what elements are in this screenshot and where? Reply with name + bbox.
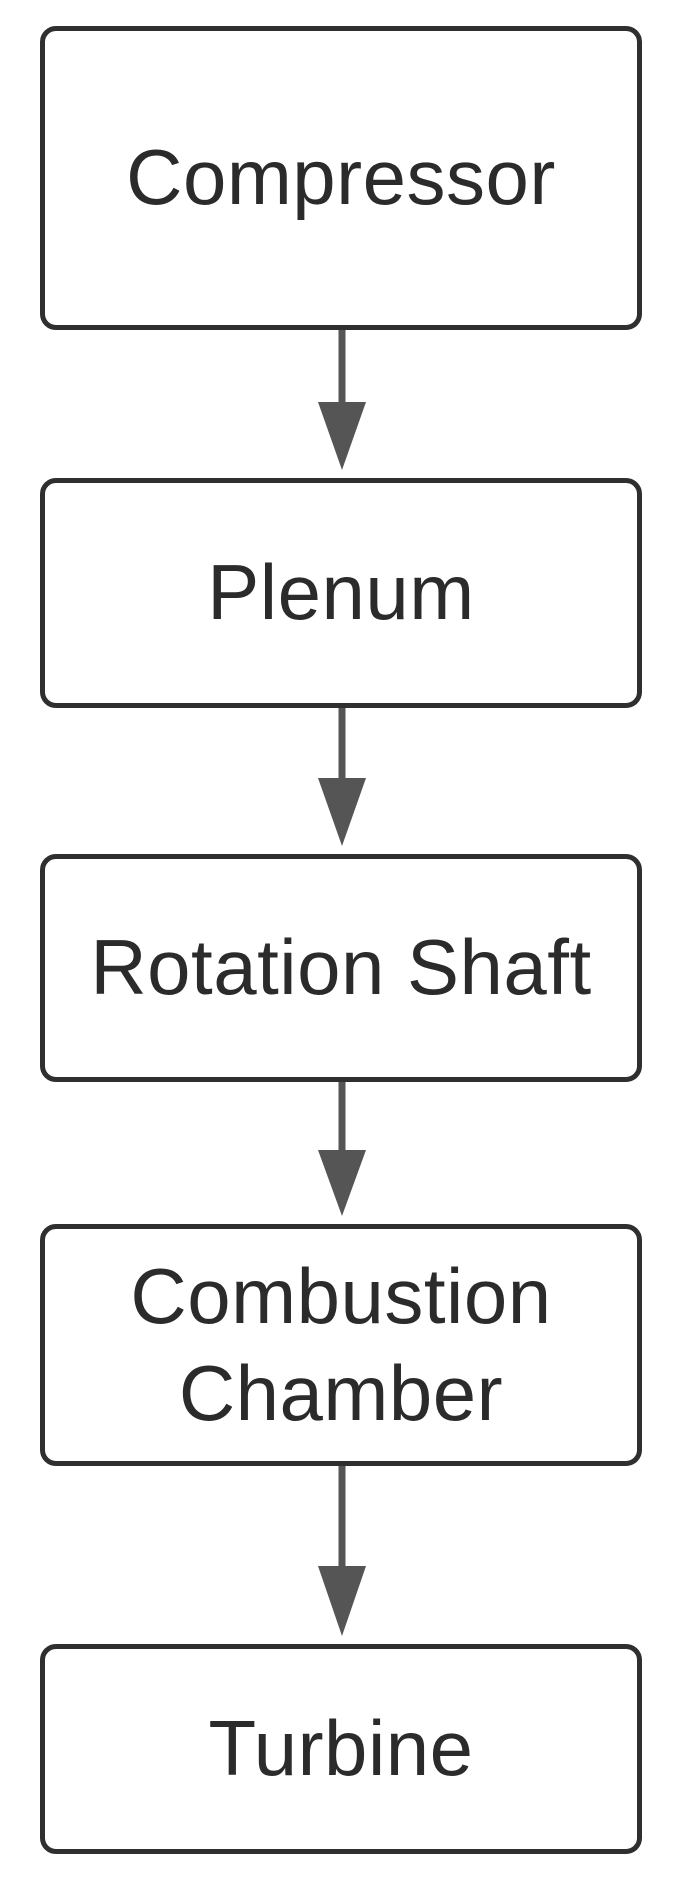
node-label: Compressor <box>126 133 556 222</box>
node-combustion-chamber: Combustion Chamber <box>40 1224 642 1466</box>
arrow-compressor-to-plenum <box>316 330 368 478</box>
arrow-down-icon <box>318 330 366 470</box>
arrow-down-icon <box>318 1466 366 1636</box>
arrow-combustion-chamber-to-turbine <box>316 1466 368 1644</box>
node-label: Combustion Chamber <box>130 1251 552 1438</box>
arrow-down-icon <box>318 1082 366 1216</box>
node-turbine: Turbine <box>40 1644 642 1854</box>
node-label: Plenum <box>207 548 475 637</box>
node-label: Turbine <box>208 1704 474 1793</box>
node-rotation-shaft: Rotation Shaft <box>40 854 642 1082</box>
node-plenum: Plenum <box>40 478 642 708</box>
arrow-plenum-to-rotation-shaft <box>316 708 368 854</box>
arrow-down-icon <box>318 708 366 846</box>
arrow-rotation-shaft-to-combustion-chamber <box>316 1082 368 1224</box>
node-label: Rotation Shaft <box>90 923 592 1012</box>
node-compressor: Compressor <box>40 26 642 330</box>
